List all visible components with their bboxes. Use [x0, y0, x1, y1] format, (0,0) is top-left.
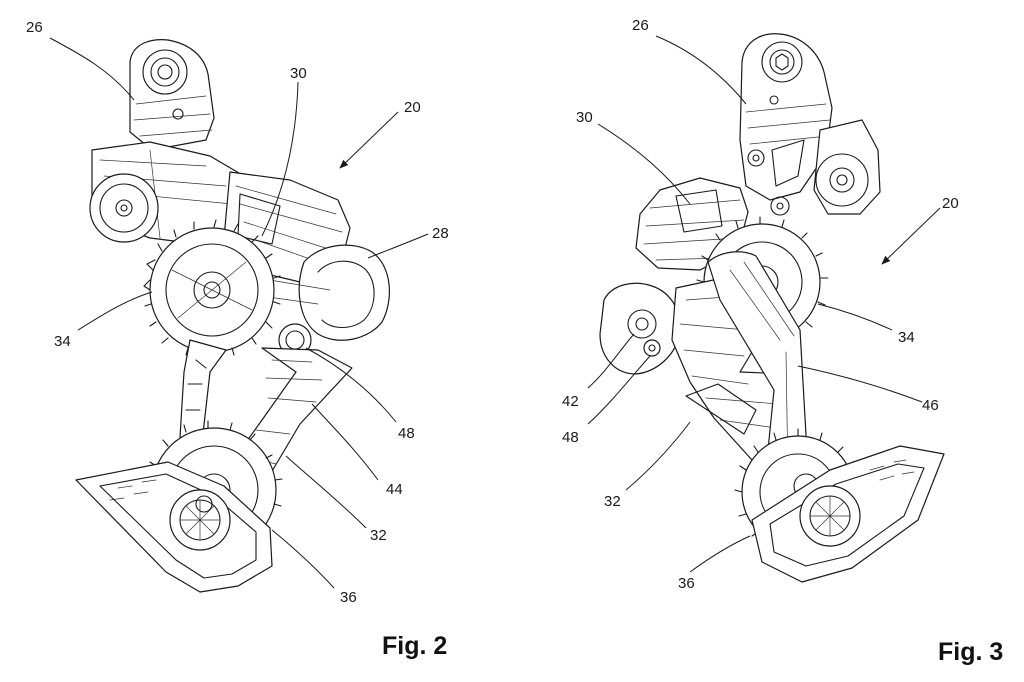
fig2-label-48: 48: [398, 425, 415, 442]
fig3-label-26: 26: [632, 17, 649, 34]
fig2-label-28: 28: [432, 225, 449, 242]
figure-3: 26 30 20 34 42 48 46 32 36 Fig. 3: [562, 17, 1003, 666]
fig3-label-36: 36: [678, 575, 695, 592]
fig3-label-48: 48: [562, 429, 579, 446]
fig3-label-42: 42: [562, 393, 579, 410]
fig2-label-36: 36: [340, 589, 357, 606]
fig3-label-46: 46: [922, 397, 939, 414]
fig2-label-32: 32: [370, 527, 387, 544]
fig3-label-34: 34: [898, 329, 915, 346]
fig2-leader-34: [77, 291, 153, 331]
fig3-leader-48: [587, 355, 651, 425]
fig2-leader-20: [339, 111, 399, 169]
fig2-leader-30: [261, 81, 299, 237]
fig2-label-26: 26: [26, 19, 43, 36]
fig2-label-30: 30: [290, 65, 307, 82]
fig3-caption: Fig. 3: [938, 638, 1003, 666]
fig3-label-32: 32: [604, 493, 621, 510]
fig3-leader-36: [689, 535, 751, 573]
fig3-label-30: 30: [576, 109, 593, 126]
figure-2: 26 30 20 28 34 48 44 32 36 Fig. 2: [26, 19, 449, 660]
fig3-leader-42: [587, 333, 635, 389]
fig3-label-20: 20: [942, 195, 959, 212]
fig2-caption: Fig. 2: [382, 632, 447, 660]
fig2-leader-36: [271, 529, 335, 589]
fig2-label-44: 44: [386, 481, 403, 498]
fig2-leader-44: [311, 403, 379, 481]
fig3-derailleur-drawing: [599, 33, 945, 583]
fig3-leader-32: [625, 421, 691, 491]
fig2-label-20: 20: [404, 99, 421, 116]
fig2-leader-26: [49, 37, 135, 101]
fig2-leader-48: [305, 347, 397, 423]
fig2-leader-32: [285, 455, 367, 529]
fig2-leader-28: [367, 233, 429, 259]
fig2-label-34: 34: [54, 333, 71, 350]
fig2-derailleur-drawing: [75, 39, 391, 593]
fig3-leader-46: [797, 365, 923, 403]
fig3-leader-30: [597, 123, 691, 205]
fig3-leader-34: [817, 303, 893, 331]
fig3-leader-26: [655, 35, 747, 105]
fig3-leader-20: [881, 207, 941, 265]
